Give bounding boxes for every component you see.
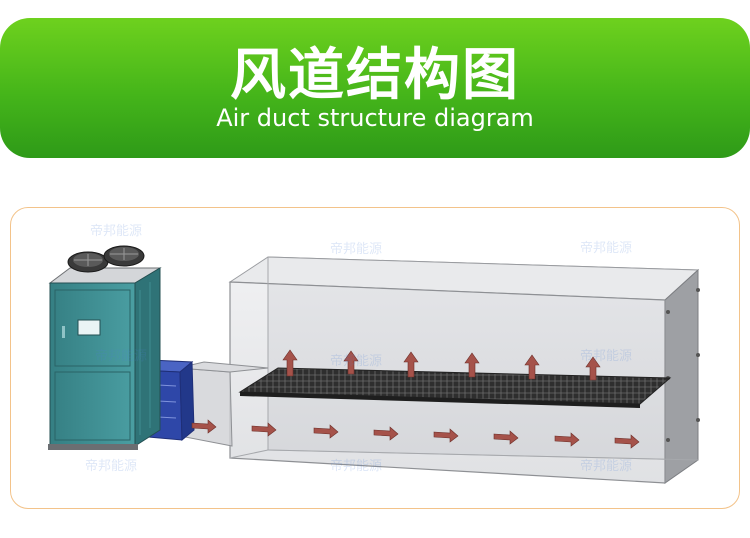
svg-text:帝邦能源: 帝邦能源	[330, 241, 382, 257]
control-screen-icon	[77, 319, 101, 336]
svg-text:帝邦能源: 帝邦能源	[330, 458, 382, 474]
arrow-right-icon	[373, 426, 399, 441]
arrow-up-icon	[585, 356, 601, 381]
arrow-right-icon	[433, 428, 459, 443]
svg-text:帝邦能源: 帝邦能源	[90, 223, 142, 239]
arrow-up-icon	[282, 349, 298, 377]
svg-text:帝邦能源: 帝邦能源	[85, 458, 137, 474]
page-title: 风道结构图	[230, 43, 520, 108]
mesh-shelf	[238, 367, 672, 408]
header-banner	[0, 18, 750, 158]
arrow-up-icon	[343, 350, 359, 375]
svg-text:帝邦能源: 帝邦能源	[580, 240, 632, 256]
airflow-arrows-horizontal	[191, 419, 640, 449]
arrow-right-icon	[313, 424, 339, 439]
arrow-up-icon	[524, 354, 540, 380]
arrow-right-icon	[554, 432, 580, 447]
fan-icon	[67, 245, 145, 273]
airflow-arrows-upward	[282, 349, 601, 381]
page-subtitle: Air duct structure diagram	[216, 104, 534, 132]
arrow-right-icon	[191, 419, 217, 434]
arrow-up-icon	[464, 352, 480, 378]
arrow-up-icon	[403, 351, 419, 378]
svg-text:帝邦能源: 帝邦能源	[95, 348, 147, 364]
arrow-right-icon	[251, 422, 277, 437]
svg-text:帝邦能源: 帝邦能源	[580, 458, 632, 474]
heat-pump-unit	[48, 267, 162, 450]
svg-text:帝邦能源: 帝邦能源	[330, 353, 382, 369]
arrow-right-icon	[493, 430, 519, 445]
svg-text:帝邦能源: 帝邦能源	[580, 348, 632, 364]
arrow-right-icon	[614, 434, 640, 449]
watermark-logo: 帝邦能源 帝邦能源 帝邦能源 帝邦能源 帝邦能源 帝邦能源 帝邦能源 帝邦能源 …	[85, 223, 632, 474]
